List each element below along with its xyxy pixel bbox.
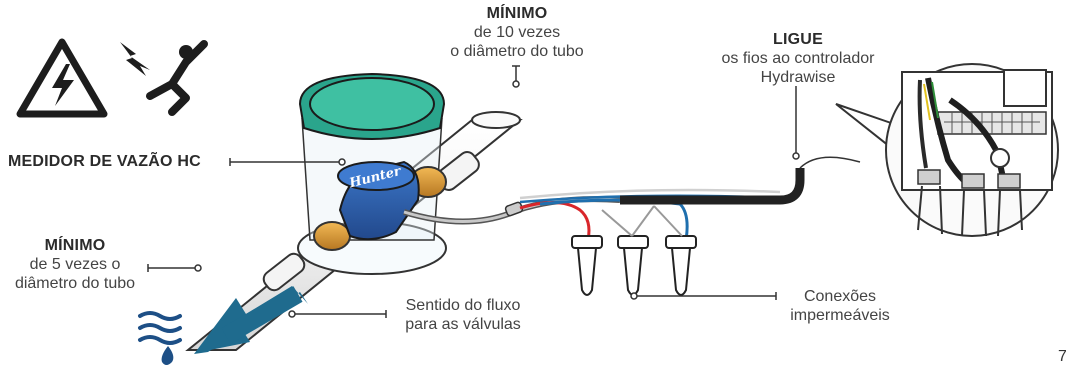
label-min-top: MÍNIMO de 10 vezes o diâmetro do tubo xyxy=(432,4,602,61)
controller-callout xyxy=(835,63,1059,237)
label-flow-line1: Sentido do fluxo xyxy=(405,297,521,314)
label-flow: Sentido do fluxo para as válvulas xyxy=(388,296,538,334)
label-min-left-line2: diâmetro do tubo xyxy=(14,275,136,292)
label-min-left-line1: de 5 vezes o xyxy=(29,256,121,273)
flow-direction-arrow xyxy=(194,286,308,354)
label-connectors-line2: impermeáveis xyxy=(790,307,890,324)
label-connect: LIGUE os fios ao controlador Hydrawise xyxy=(700,30,896,87)
brass-fitting-left xyxy=(313,221,351,251)
label-min-left-heading: MÍNIMO xyxy=(44,237,106,254)
waterproof-connectors xyxy=(571,205,697,296)
label-min-top-line2: o diâmetro do tubo xyxy=(450,43,584,60)
controller-cable xyxy=(620,168,805,205)
label-min-left: MÍNIMO de 5 vezes o diâmetro do tubo xyxy=(0,236,150,293)
label-min-top-heading: MÍNIMO xyxy=(486,5,548,22)
label-min-top-line1: de 10 vezes xyxy=(473,24,561,41)
page-number: 7 xyxy=(1058,348,1066,365)
flow-meter: Hunter xyxy=(297,72,447,275)
label-connectors-line1: Conexões xyxy=(803,288,877,305)
water-flow-icon xyxy=(138,311,182,365)
electrical-hazard-icon xyxy=(16,38,108,118)
label-flow-line2: para as válvulas xyxy=(405,316,521,333)
electrocution-warning-icon xyxy=(120,40,208,116)
label-connect-line1: os fios ao controlador xyxy=(721,50,875,67)
label-connect-heading: LIGUE xyxy=(773,31,823,48)
label-meter: MEDIDOR DE VAZÃO HC xyxy=(8,152,238,171)
leader-lines xyxy=(147,65,800,318)
label-connect-line2: Hydrawise xyxy=(760,69,836,86)
label-connectors: Conexões impermeáveis xyxy=(780,287,900,325)
label-meter-heading: MEDIDOR DE VAZÃO HC xyxy=(8,153,201,170)
